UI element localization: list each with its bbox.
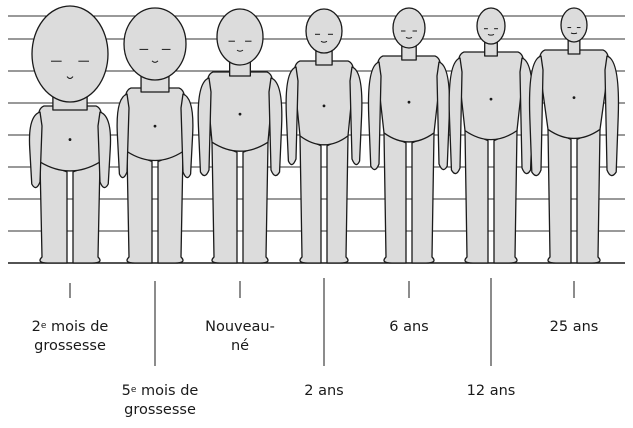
torso [207,72,273,151]
navel [69,138,72,141]
right-arm [269,78,282,176]
head [393,8,425,48]
head [124,8,186,80]
label-nouveau-ne: Nouveau- né [205,318,275,356]
torso [377,56,441,142]
left-leg [548,129,571,263]
left-leg [127,152,152,264]
head [32,6,108,102]
label-5-mois: 5e mois de grossesse [122,382,199,420]
left-arm [449,58,462,174]
left-arm [530,56,543,176]
left-arm [29,112,42,188]
figure-fig-5m [117,8,193,263]
tick-lines [70,278,574,366]
left-leg [300,136,321,263]
label-25-ans: 25 ans [550,318,599,337]
right-arm [437,62,450,170]
head [561,8,587,42]
head [217,9,263,65]
navel [154,125,157,128]
navel [490,98,493,101]
navel [239,113,242,116]
left-arm [198,78,211,176]
torso [294,61,354,145]
torso [125,88,185,161]
right-leg [577,129,600,263]
left-arm [117,94,129,178]
right-leg [73,162,100,263]
left-arm [368,62,381,170]
label-2-mois: 2e mois de grossesse [32,318,109,356]
right-arm [605,56,618,176]
label-6-ans: 6 ans [389,318,428,337]
bodies-group [29,6,618,263]
head [306,9,342,53]
right-leg [327,136,348,263]
navel [573,96,576,99]
navel [408,101,411,104]
right-arm [181,94,193,178]
figure-fig-2m [29,6,110,263]
right-leg [243,142,268,263]
head [477,8,505,44]
label-12-ans: 12 ans [467,382,516,401]
right-leg [494,131,517,263]
right-arm [98,112,111,188]
torso [458,52,524,140]
right-leg [412,133,434,263]
figure-fig-nb [198,9,282,263]
left-leg [212,142,237,263]
left-leg [40,162,67,263]
right-leg [158,152,183,264]
torso [539,50,609,138]
figure-fig-2y [286,9,362,263]
navel [323,105,326,108]
left-arm [286,67,298,165]
left-leg [384,133,406,263]
right-arm [350,67,362,165]
left-leg [465,131,488,263]
label-2-ans: 2 ans [304,382,343,401]
